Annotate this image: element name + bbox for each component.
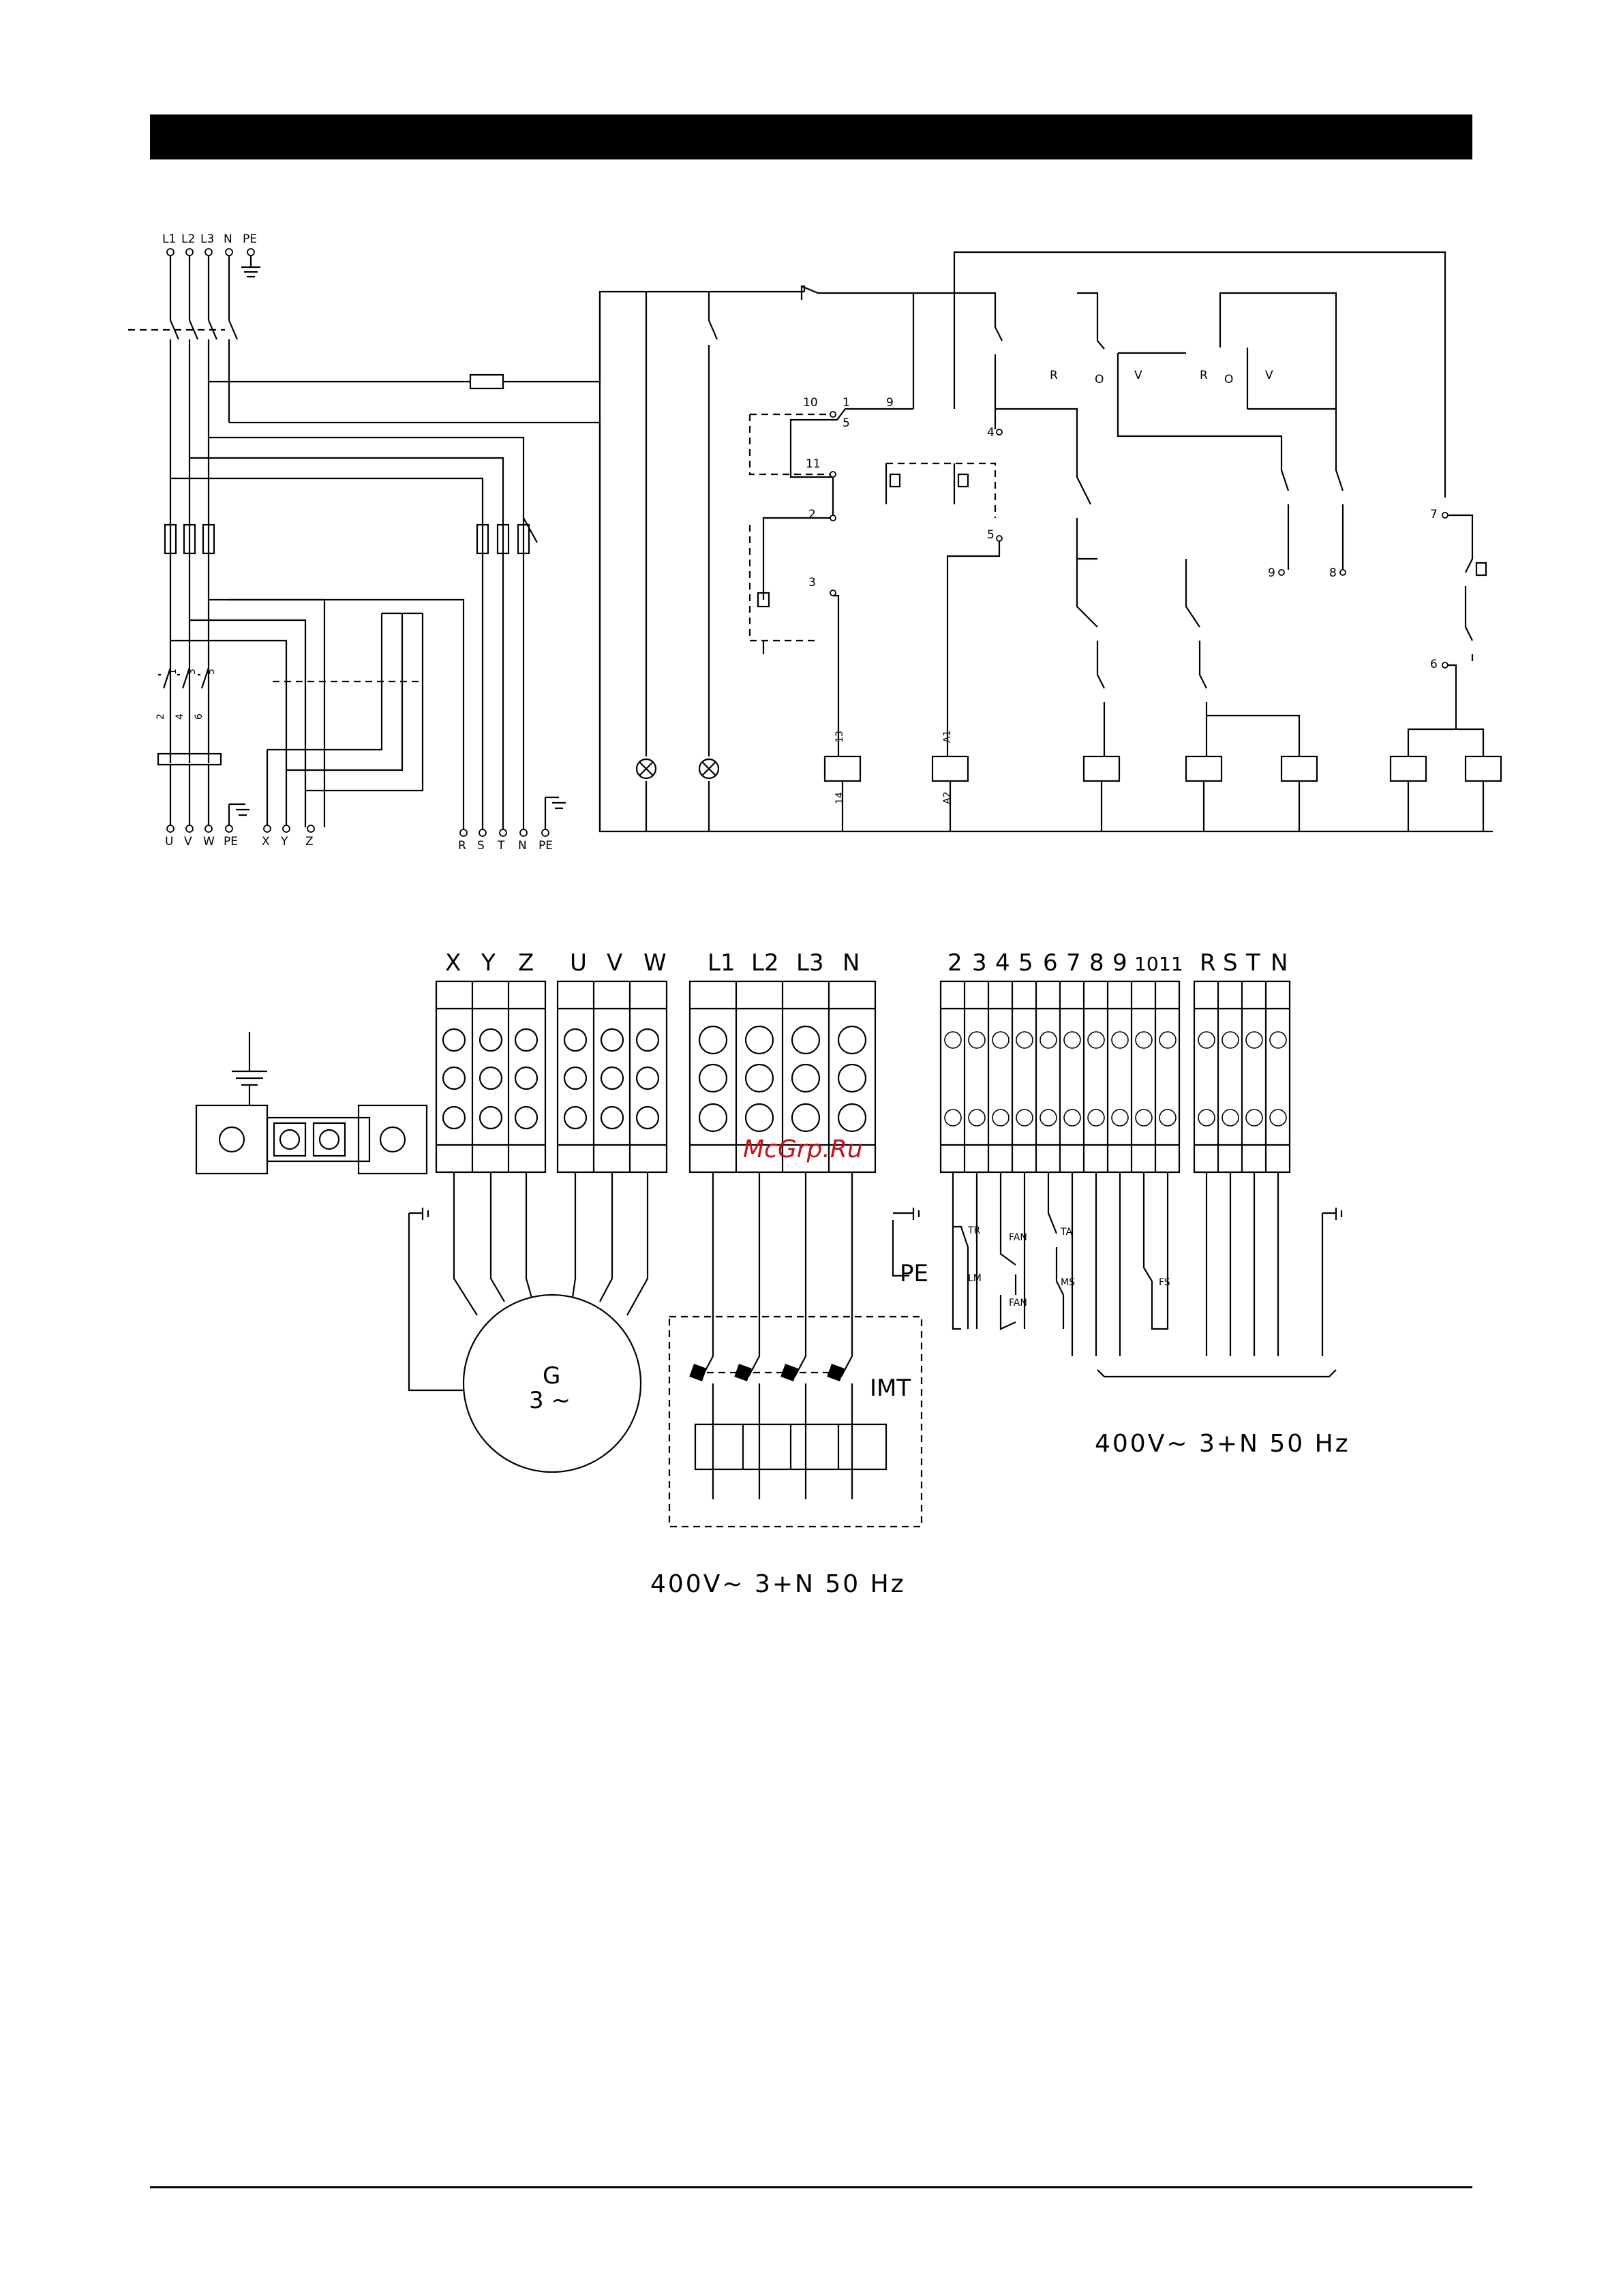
coil-13: 13 [834, 731, 845, 743]
out-T: T [1245, 949, 1260, 977]
sensor-FAN2: FAN [1009, 1298, 1027, 1308]
tb-label-L1: L1 [708, 949, 735, 977]
t-8: 8 [1329, 566, 1337, 580]
t-2: 2 [808, 508, 816, 521]
sensor-TA: TA [1060, 1227, 1072, 1238]
tb-label-W: W [643, 949, 667, 977]
watermark: McGrp.Ru [743, 1135, 863, 1163]
tb-label-X: X [445, 949, 461, 977]
generator-G: G [543, 1362, 560, 1390]
label-L3: L3 [200, 232, 214, 246]
sensor-TR: TR [967, 1225, 981, 1236]
label-V: V [184, 835, 192, 848]
ctl-8: 8 [1089, 949, 1104, 977]
t-5: 5 [843, 416, 850, 430]
tb-label-V: V [607, 949, 622, 977]
tb-group-output [1194, 981, 1290, 1172]
ctl-7: 7 [1066, 949, 1081, 977]
label-PE-motor: PE [224, 835, 238, 848]
coil-14: 14 [834, 792, 845, 804]
sensor-FAN1: FAN [1009, 1232, 1027, 1243]
generator: G 3 ~ [409, 1172, 648, 1472]
label-L2: L2 [181, 232, 195, 246]
label-PE: PE [243, 232, 257, 246]
pin-5: 5 [206, 669, 217, 675]
ctl-6: 6 [1043, 949, 1058, 977]
out-S: S [1223, 949, 1238, 977]
tb-group-uvw [558, 981, 667, 1172]
label-W: W [203, 835, 215, 848]
supply-caption-right: 400V~ 3+N 50 Hz [1095, 1430, 1350, 1458]
pin-6: 6 [194, 714, 204, 720]
label-R: R [458, 839, 466, 853]
terminal-block: X Y Z U V W L1 L2 L3 N 2 3 4 5 6 7 8 9 1… [196, 949, 1350, 1598]
t-7: 7 [1430, 508, 1438, 521]
sensor-FS: FS [1159, 1277, 1170, 1288]
earth-bar [196, 1032, 427, 1174]
ctl-5: 5 [1018, 949, 1033, 977]
out-R: R [1200, 949, 1216, 977]
pin-4: 4 [175, 714, 185, 720]
sel-O1: O [1095, 373, 1104, 386]
supply-caption-bottom: 400V~ 3+N 50 Hz [650, 1570, 906, 1598]
footer-rule [150, 2186, 1472, 2188]
coil-A1: A1 [942, 731, 953, 743]
t-9b: 9 [1268, 566, 1275, 580]
breaker-imt: IMT [669, 1172, 922, 1527]
pin-3: 3 [187, 669, 198, 675]
t-6: 6 [1430, 658, 1438, 671]
generator-sub: 3 ~ [529, 1387, 571, 1414]
sel-R2: R [1200, 369, 1208, 382]
t-1: 1 [843, 396, 850, 410]
t-10: 10 [803, 396, 818, 410]
imt-label: IMT [870, 1375, 911, 1402]
label-PE-out: PE [539, 839, 553, 853]
tb-label-Z: Z [518, 949, 534, 977]
ctl-3: 3 [972, 949, 987, 977]
tb-group-xyz [436, 981, 545, 1172]
ctl-9: 9 [1112, 949, 1127, 977]
pin-1: 1 [168, 669, 179, 675]
label-L1: L1 [162, 232, 176, 246]
label-N-out: N [518, 839, 527, 853]
label-Z: Z [305, 835, 314, 848]
sel-O2: O [1224, 373, 1233, 386]
pin-2: 2 [155, 714, 166, 720]
label-U: U [165, 835, 173, 848]
t-3: 3 [808, 576, 816, 590]
label-X: X [262, 835, 270, 848]
ctl-2: 2 [947, 949, 962, 977]
sensor-LM: LM [968, 1273, 982, 1284]
coil-A2: A2 [942, 792, 953, 804]
tb-label-U: U [570, 949, 587, 977]
label-Y: Y [280, 835, 288, 848]
power-section: L1 L2 L3 N PE [128, 232, 804, 853]
t-9: 9 [886, 396, 894, 410]
t-11: 11 [806, 457, 821, 471]
ctl-11: 11 [1159, 953, 1183, 975]
label-N: N [224, 232, 232, 246]
control-section: 10 1 9 5 11 2 3 13 14 4 [600, 252, 1501, 831]
ctl-4: 4 [995, 949, 1010, 977]
tb-label-L2: L2 [751, 949, 779, 977]
sel-V1: V [1134, 369, 1142, 382]
t-5b: 5 [987, 528, 995, 542]
tb-label-L3: L3 [796, 949, 824, 977]
sensor-wiring: PE TR LM FAN FAN TA MS FS [893, 1172, 1341, 1377]
tb-label-Y: Y [481, 949, 496, 977]
t-4: 4 [987, 426, 995, 440]
pe-label: PE [900, 1260, 928, 1287]
tb-group-control [941, 981, 1179, 1172]
label-T: T [497, 839, 505, 853]
out-N: N [1271, 949, 1288, 977]
tb-label-N: N [843, 949, 860, 977]
sel-V2: V [1265, 369, 1273, 382]
label-S: S [477, 839, 485, 853]
sel-R1: R [1050, 369, 1058, 382]
ctl-10: 10 [1134, 953, 1159, 975]
